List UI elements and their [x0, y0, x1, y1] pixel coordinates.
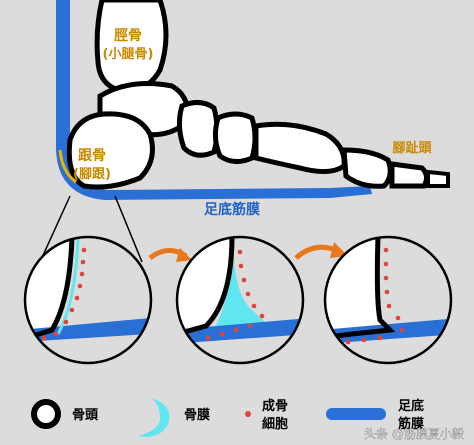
heel-highlight [58, 149, 77, 184]
periosteum-bulge-2 [206, 237, 272, 338]
middle-phalanx [389, 161, 430, 189]
calcaneus-sublabel: (腳跟) [73, 167, 111, 182]
legend-osteoblast-label-1: 成骨 [262, 398, 288, 414]
calcaneus-bone [66, 111, 155, 190]
zoom-circle-2 [175, 235, 305, 365]
bone-outline-1 [25, 237, 75, 343]
legend: 骨頭 骨膜 成骨 細胞 足底 筋膜 [31, 398, 424, 437]
foot-illustration [56, 0, 450, 200]
navicular-bone [176, 100, 220, 158]
osteoblast-dots-3 [345, 247, 405, 345]
osteoblast-dots-2 [205, 249, 265, 341]
zoom-circle-3 [323, 235, 453, 365]
osteoblast-dot-icon [245, 411, 251, 417]
toes-label: 腳趾頭 [392, 141, 432, 156]
osteoblast-dots-1 [41, 247, 87, 341]
calcaneus-label: 跟骨 [78, 147, 106, 164]
bone-outline-2 [177, 237, 235, 339]
legend-fascia-label-2: 筋膜 [397, 416, 424, 432]
bone-ring-icon [31, 399, 61, 429]
fascia-band-icon [326, 408, 386, 420]
fascia-segment-1 [25, 318, 150, 342]
tibia-bone [94, 0, 169, 95]
heel-spur-outline-3 [325, 237, 396, 341]
legend-bone-label: 骨頭 [72, 408, 99, 423]
periosteum-1 [56, 237, 80, 335]
watermark: 头条 @筋膜夏小毅 [364, 426, 464, 441]
plantar-fascia-label: 足底筋膜 [204, 201, 260, 218]
metatarsal-bone [253, 121, 347, 174]
zoom-line-left [39, 195, 71, 263]
proximal-phalanx [341, 147, 393, 189]
cuneiform-bone [212, 111, 258, 164]
periosteum-crescent-icon [138, 398, 170, 437]
tibia-sublabel: (小腿骨) [103, 47, 154, 62]
tibia-label: 脛骨 [114, 27, 142, 44]
legend-fascia-label-1: 足底 [398, 398, 424, 414]
legend-osteoblast-label-2: 細胞 [262, 416, 288, 432]
distal-phalanx [426, 169, 450, 188]
zoom-line-right [114, 195, 143, 263]
zoom-circle-1 [23, 235, 153, 365]
progression-arrow-1-head [176, 248, 192, 262]
legend-periosteum-label: 骨膜 [184, 407, 210, 423]
fascia-segment-2 [177, 318, 303, 344]
